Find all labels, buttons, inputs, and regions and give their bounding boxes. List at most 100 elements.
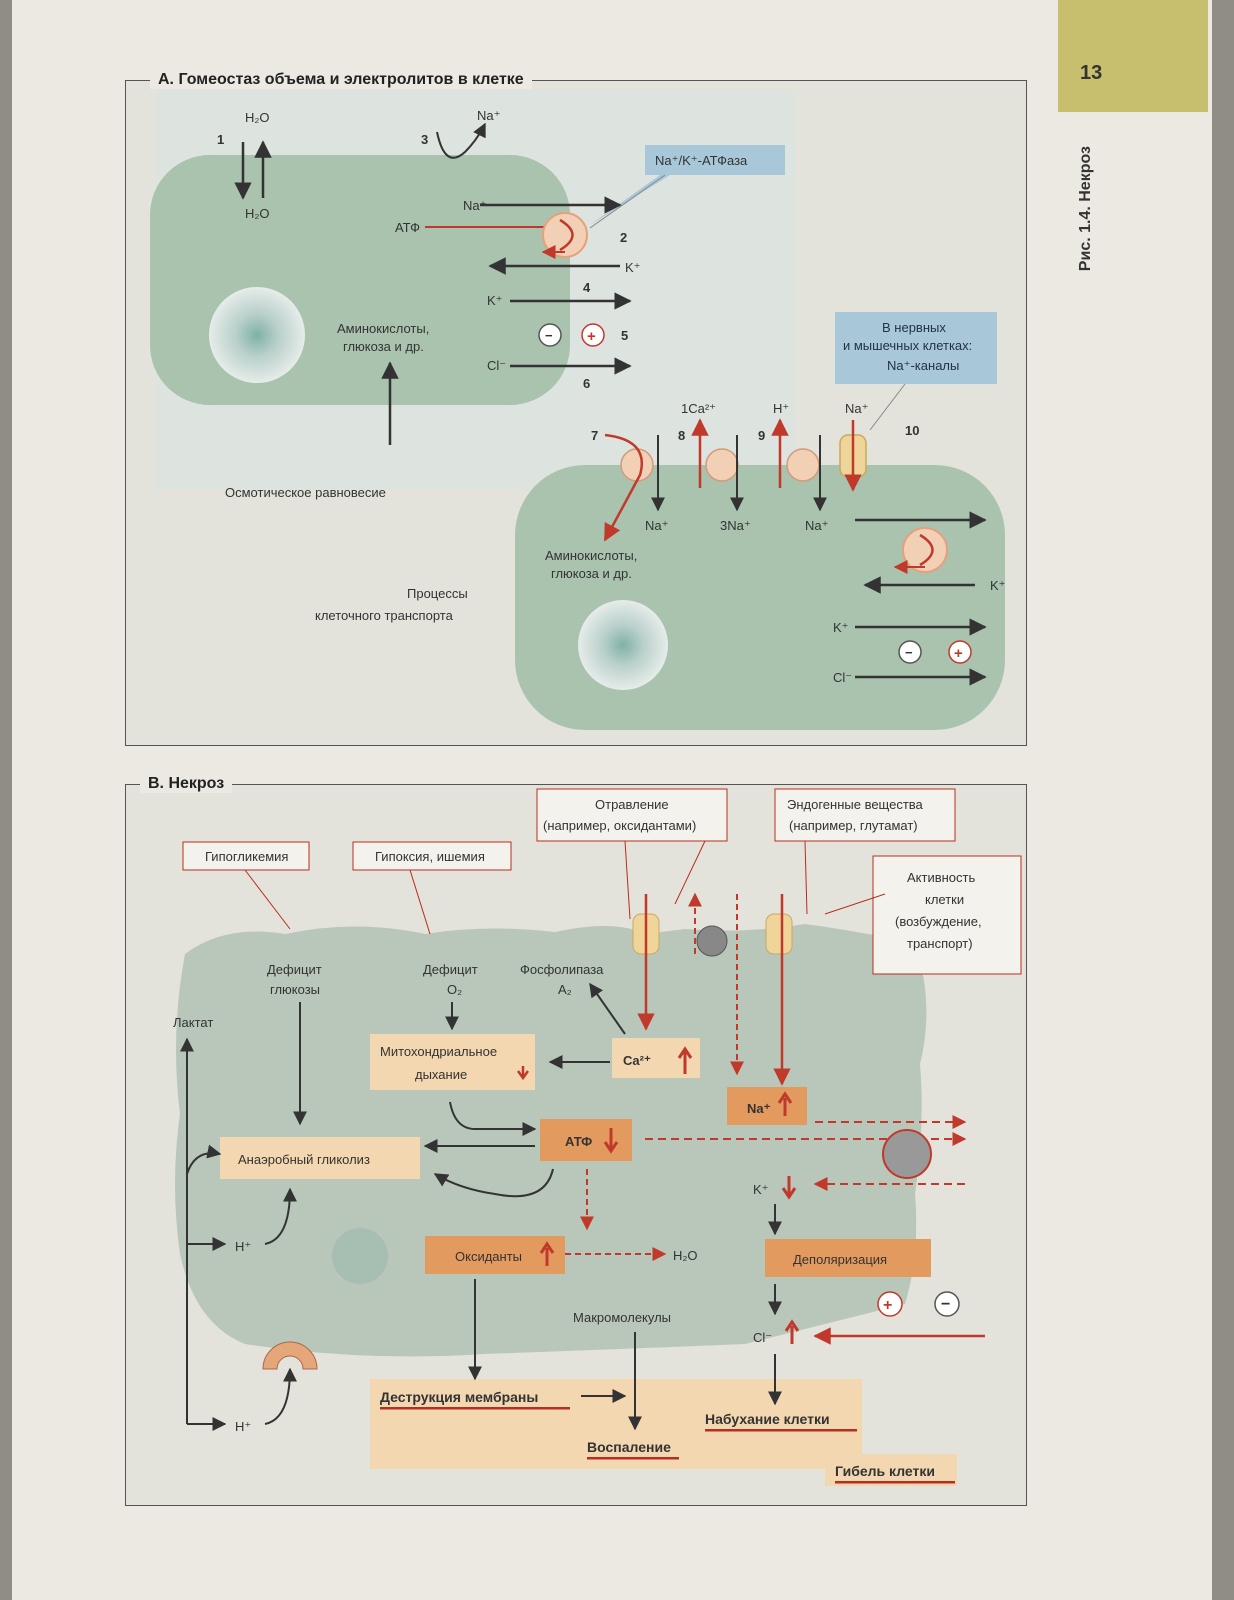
transporter-7-icon (620, 448, 654, 482)
channel-callout (835, 312, 997, 384)
label-3na: 3Na⁺ (720, 518, 751, 533)
glucose-deficit-2: глюкозы (270, 982, 320, 997)
hypoglycemia-box (182, 841, 310, 871)
num-7: 7 (591, 428, 598, 443)
num-6: 6 (583, 376, 590, 391)
atp-box-text: АТФ (565, 1134, 592, 1149)
num-3: 3 (421, 132, 428, 147)
label-amino-b2: глюкоза и др. (551, 566, 632, 581)
transporter-8-icon (705, 448, 739, 482)
label-na-7: Na⁺ (645, 518, 668, 533)
chapter-tab (1058, 0, 1208, 112)
nucleus-top-icon (209, 287, 305, 383)
oxidants-text: Оксиданты (455, 1249, 522, 1264)
figure-caption: Рис. 1.4. Некроз (1077, 146, 1094, 272)
cell-bottom (515, 465, 1005, 730)
k-down-text: K⁺ (753, 1182, 769, 1197)
o2-deficit-1: Дефицит (423, 962, 478, 977)
poisoning-box (536, 788, 728, 842)
label-h: H⁺ (773, 401, 789, 416)
cl-up-text: Cl⁻ (753, 1330, 772, 1345)
pump-necrosis-icon (882, 1129, 932, 1179)
num-1: 1 (217, 132, 224, 147)
atp-box (540, 1119, 632, 1161)
poisoning-text-1: Отравление (595, 797, 669, 812)
channel-callout-2: и мышечных клетках: (843, 338, 972, 353)
depolarization-text: Деполяризация (793, 1252, 887, 1267)
activity-text-1: Активность (907, 870, 975, 885)
macromolecules-text: Макромолекулы (573, 1310, 671, 1325)
o2-deficit-2: O₂ (447, 982, 462, 997)
label-cl-6: Cl⁻ (487, 358, 506, 373)
pump-2-icon (902, 527, 948, 573)
endogenous-text-2: (например, глутамат) (789, 818, 918, 833)
minus-sign-b: − (941, 1296, 950, 1313)
label-k-pump: K⁺ (625, 260, 641, 275)
activity-box (872, 855, 1022, 975)
label-cl-b: Cl⁻ (833, 670, 852, 685)
nucleus-bottom-icon (578, 600, 668, 690)
label-transport-2: клеточного транспорта (315, 608, 454, 623)
lactate-label: Лактат (173, 1015, 213, 1030)
label-na-chan: Na⁺ (845, 401, 868, 416)
hypoxia-text: Гипоксия, ишемия (375, 849, 485, 864)
transporter-gray-icon (696, 925, 728, 957)
channel-callout-3: Na⁺-каналы (887, 358, 959, 373)
endogenous-box (774, 788, 956, 842)
activity-text-2: клетки (925, 892, 964, 907)
h2o-text: H₂O (673, 1248, 698, 1263)
depolarization-box (765, 1239, 931, 1277)
hypoxia-box (352, 841, 512, 871)
glucose-deficit-1: Дефицит (267, 962, 322, 977)
num-10: 10 (905, 423, 919, 438)
panel-a-diagram: H₂O H₂O 1 3 Na⁺ Na⁺/K⁺-АТФаза АТФ Na⁺ 2 … (150, 90, 1006, 730)
phospholipase-2: A₂ (558, 982, 572, 997)
label-na-9: Na⁺ (805, 518, 828, 533)
hypoglycemia-text: Гипогликемия (205, 849, 288, 864)
minus-sign-a2: − (905, 645, 913, 660)
plus-sign-a1: + (587, 328, 596, 345)
nucleus-necrotic-icon (332, 1228, 388, 1284)
label-na-pump: Na⁺ (463, 198, 486, 213)
label-ca: 1Ca²⁺ (681, 401, 716, 416)
channel-callout-1: В нервных (882, 320, 946, 335)
glycolysis-box (220, 1137, 420, 1179)
num-2: 2 (620, 230, 627, 245)
mito-text-2: дыхание (415, 1067, 467, 1082)
label-h2o-top: H₂O (245, 110, 270, 125)
panel-a-title: А. Гомеостаз объема и электролитов в кле… (150, 71, 532, 89)
label-amino-2: глюкоза и др. (343, 339, 424, 354)
swelling-text: Набухание клетки (705, 1411, 830, 1427)
glycolysis-text: Анаэробный гликолиз (238, 1152, 370, 1167)
ca-text: Ca²⁺ (623, 1053, 651, 1068)
minus-sign-a1: − (545, 328, 553, 343)
plus-sign-b: + (883, 1297, 892, 1314)
label-na-top: Na⁺ (477, 108, 500, 123)
page-number: 13 (1080, 62, 1103, 84)
label-k-4: K⁺ (487, 293, 503, 308)
cell-top (150, 155, 570, 405)
phospholipase-1: Фосфолипаза (520, 962, 604, 977)
label-k-b: K⁺ (833, 620, 849, 635)
h-plus-1: H⁺ (235, 1239, 251, 1254)
transporter-9-icon (786, 448, 820, 482)
oxidants-box (425, 1236, 565, 1274)
pump-icon (542, 212, 588, 258)
h-plus-2: H⁺ (235, 1419, 251, 1434)
activity-text-4: транспорт) (907, 936, 973, 951)
channel-right-icon (765, 913, 793, 955)
label-h2o-bottom: H₂O (245, 206, 270, 221)
mito-box (370, 1034, 535, 1090)
label-atp-a: АТФ (395, 220, 420, 235)
num-9: 9 (758, 428, 765, 443)
panel-b-title: В. Некроз (140, 775, 233, 793)
activity-text-3: (возбуждение, (895, 914, 982, 929)
mito-text-1: Митохондриальное (380, 1044, 497, 1059)
label-transport-1: Процессы (407, 586, 468, 601)
na-box-text: Na⁺ (747, 1101, 771, 1116)
membrane-destruction-text: Деструкция мембраны (380, 1389, 538, 1405)
cell-death-box (825, 1454, 957, 1486)
na-box (727, 1087, 807, 1125)
pump-callout (645, 145, 785, 175)
endogenous-text-1: Эндогенные вещества (787, 797, 924, 812)
